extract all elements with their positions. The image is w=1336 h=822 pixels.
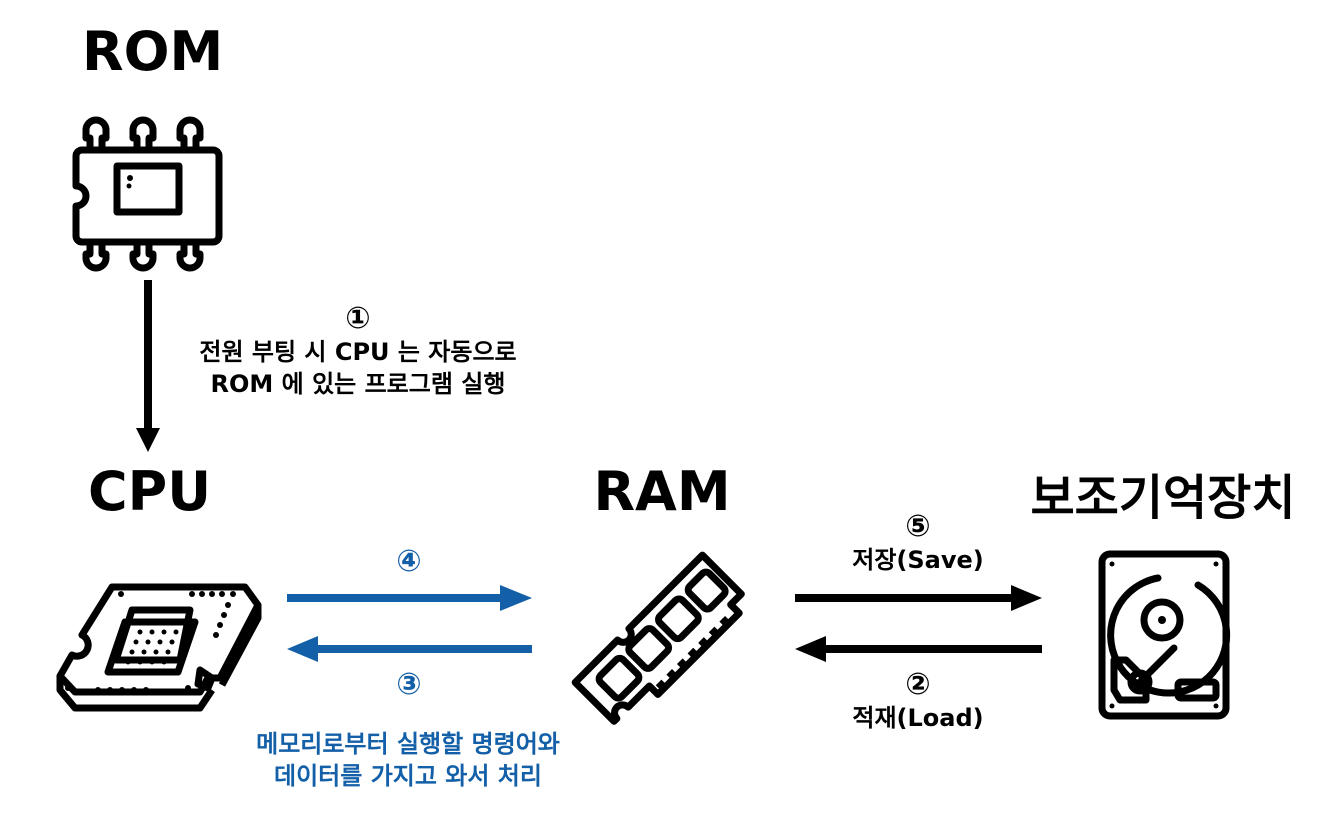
step2-annotation: ② 적재(Load) bbox=[852, 668, 983, 734]
arrow-ram-to-storage bbox=[795, 585, 1042, 611]
ram-module-icon bbox=[571, 551, 745, 725]
step2-number: ② bbox=[905, 667, 931, 702]
step3-annotation: 메모리로부터 실행할 명령어와 데이터를 가지고 와서 처리 bbox=[256, 728, 560, 792]
arrow-rom-to-cpu bbox=[136, 280, 160, 452]
rom-chip-icon bbox=[72, 116, 223, 272]
step3-line1: 메모리로부터 실행할 명령어와 bbox=[256, 730, 560, 758]
step1-line2: ROM 에 있는 프로그램 실행 bbox=[210, 370, 506, 398]
cpu-title: CPU bbox=[88, 460, 212, 523]
hard-disk-icon bbox=[1098, 550, 1231, 720]
step1-line1: 전원 부팅 시 CPU 는 자동으로 bbox=[199, 338, 517, 366]
step3-number: ③ bbox=[396, 667, 422, 702]
cpu-processor-icon bbox=[56, 583, 262, 712]
arrow-ram-to-cpu bbox=[287, 636, 532, 662]
arrow-storage-to-ram bbox=[795, 636, 1042, 662]
arrow-cpu-to-ram bbox=[287, 585, 532, 611]
step1-number: ① bbox=[345, 301, 371, 336]
rom-title: ROM bbox=[82, 20, 224, 83]
step5-number: ⑤ bbox=[905, 509, 931, 544]
step1-annotation: ① 전원 부팅 시 CPU 는 자동으로 ROM 에 있는 프로그램 실행 bbox=[199, 302, 516, 400]
step2-label: 적재(Load) bbox=[852, 704, 984, 732]
ram-title: RAM bbox=[593, 460, 731, 523]
step5-annotation: ⑤ 저장(Save) bbox=[852, 510, 984, 576]
storage-title: 보조기억장치 bbox=[1030, 470, 1296, 526]
step4-number: ④ bbox=[396, 544, 422, 579]
step5-label: 저장(Save) bbox=[852, 546, 984, 574]
step3-line2: 데이터를 가지고 와서 처리 bbox=[274, 762, 542, 790]
